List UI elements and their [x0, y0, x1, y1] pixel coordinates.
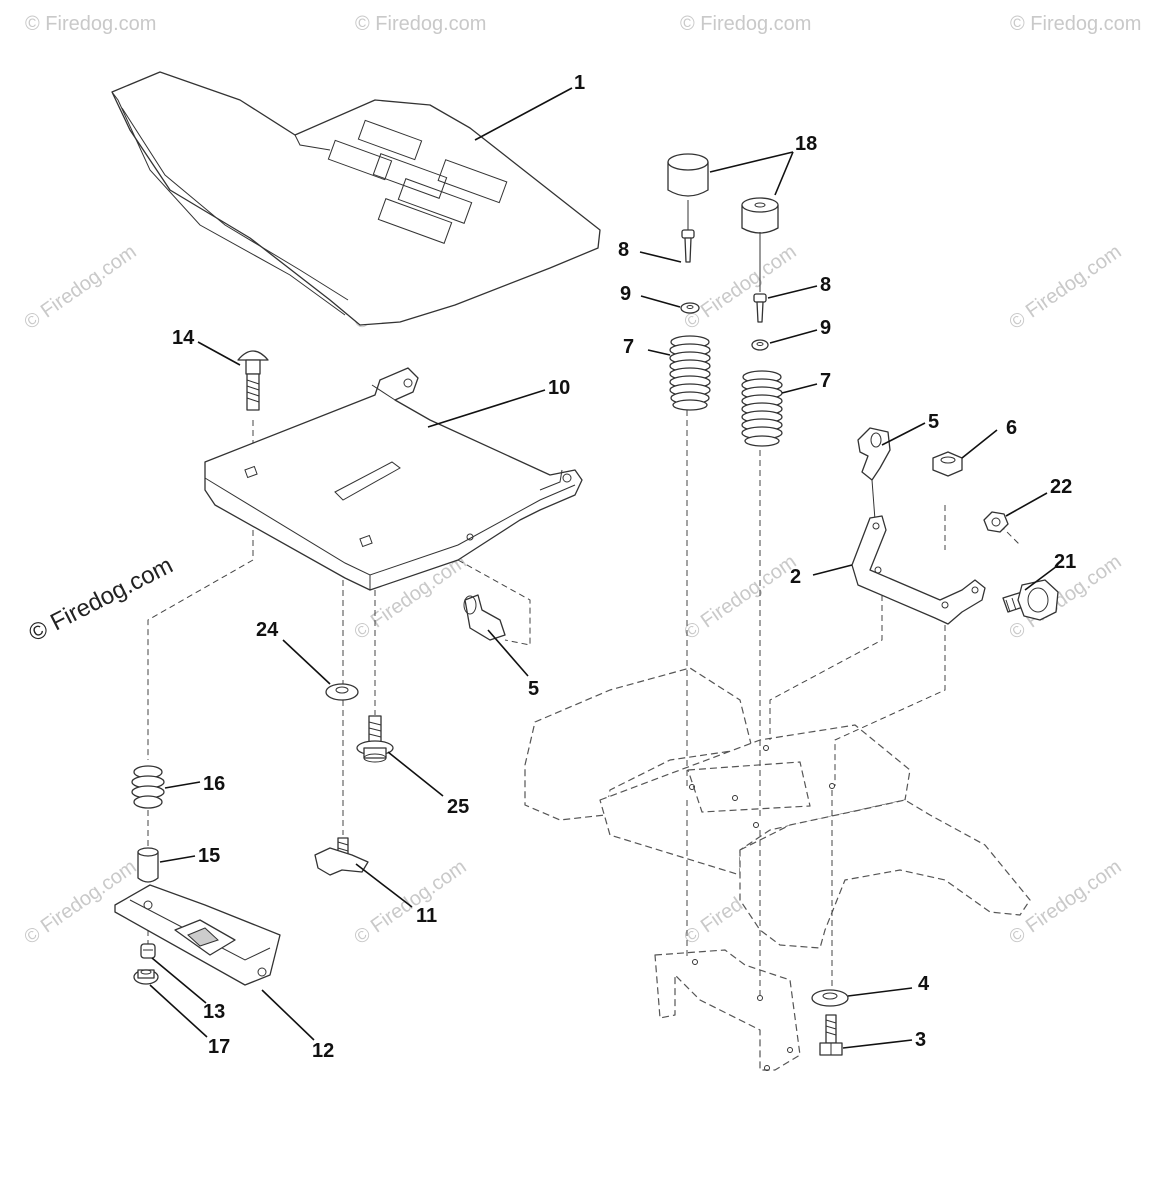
washer-4 [811, 989, 849, 1007]
callout-bolt-25: 25 [447, 796, 469, 818]
hex-bolt [819, 1014, 843, 1056]
watermark-main: © Firedog.com [24, 552, 177, 648]
callout-bolt-3: 3 [915, 1029, 926, 1051]
callout-carriage-bolt: 14 [172, 327, 195, 349]
callout-clip-left: 5 [528, 678, 539, 700]
screw-left [681, 229, 695, 263]
callout-clip-right: 5 [928, 411, 939, 433]
callout-seat-spring: 16 [203, 773, 225, 795]
callout-labels: 1 10 14 16 15 12 13 17 24 25 11 5 18 8 8… [172, 72, 1076, 1062]
screw-right [753, 293, 767, 323]
watermark: © Firedog.com [1010, 13, 1141, 35]
callout-slide-bracket: 12 [312, 1040, 334, 1062]
callout-seat: 1 [574, 72, 585, 94]
bumper [667, 153, 709, 197]
callout-spacer: 15 [198, 845, 220, 867]
seat-spring [131, 765, 165, 809]
watermark: © Firedog.com [680, 241, 800, 334]
watermark: © Firedog.com [355, 13, 486, 35]
slide-bracket [114, 884, 281, 986]
callout-washer-left: 9 [620, 283, 631, 305]
washer-right [751, 339, 769, 351]
shoulder-bolt [1002, 579, 1059, 621]
spacer [137, 847, 159, 883]
watermark: © Firedog.com [680, 551, 800, 644]
seat [111, 71, 601, 326]
spring-right [741, 370, 783, 447]
callout-screw-right: 8 [820, 274, 831, 296]
seat-pan [204, 367, 583, 591]
locknut [932, 451, 963, 477]
flange-bolt [356, 715, 394, 763]
knob [314, 837, 369, 876]
watermark: © Firedog.com [680, 13, 811, 35]
tractor-frame [524, 667, 1031, 1071]
callout-shoulder-bolt: 21 [1054, 551, 1076, 573]
callout-seat-pan: 10 [548, 377, 570, 399]
watermark: © Firedog.com [350, 856, 470, 949]
assembly-lines [147, 410, 1021, 1000]
leader-lines [149, 87, 1058, 1049]
callout-bumpers: 18 [795, 133, 817, 155]
callout-screw: 13 [203, 1001, 225, 1023]
callout-locknut: 6 [1006, 417, 1017, 439]
callout-nut-22: 22 [1050, 476, 1072, 498]
callout-nut: 17 [208, 1036, 230, 1058]
carriage-bolt [237, 350, 269, 411]
watermark: © Firedog.com [20, 241, 140, 334]
nut-22 [983, 511, 1009, 533]
seat-switch-clip [463, 594, 506, 641]
washer-left [680, 302, 700, 314]
callout-knob: 11 [416, 905, 437, 927]
callout-screw-left: 8 [618, 239, 629, 261]
washer-24 [325, 683, 359, 701]
spring-left [669, 335, 711, 411]
flange-nut [133, 969, 159, 985]
callout-washer-24: 24 [256, 619, 279, 641]
callout-washer-right: 9 [820, 317, 831, 339]
seat-bracket [851, 515, 986, 625]
callout-spring-right: 7 [820, 370, 831, 392]
callout-washer-4: 4 [918, 973, 930, 995]
callout-spring-left: 7 [623, 336, 634, 358]
watermark: © Firedog.com [25, 13, 156, 35]
seat-switch-clip-right [857, 427, 891, 521]
watermark: © Firedog.com [1005, 241, 1125, 334]
bumper [741, 197, 779, 234]
screw [140, 943, 156, 959]
callout-bracket: 2 [790, 566, 801, 588]
